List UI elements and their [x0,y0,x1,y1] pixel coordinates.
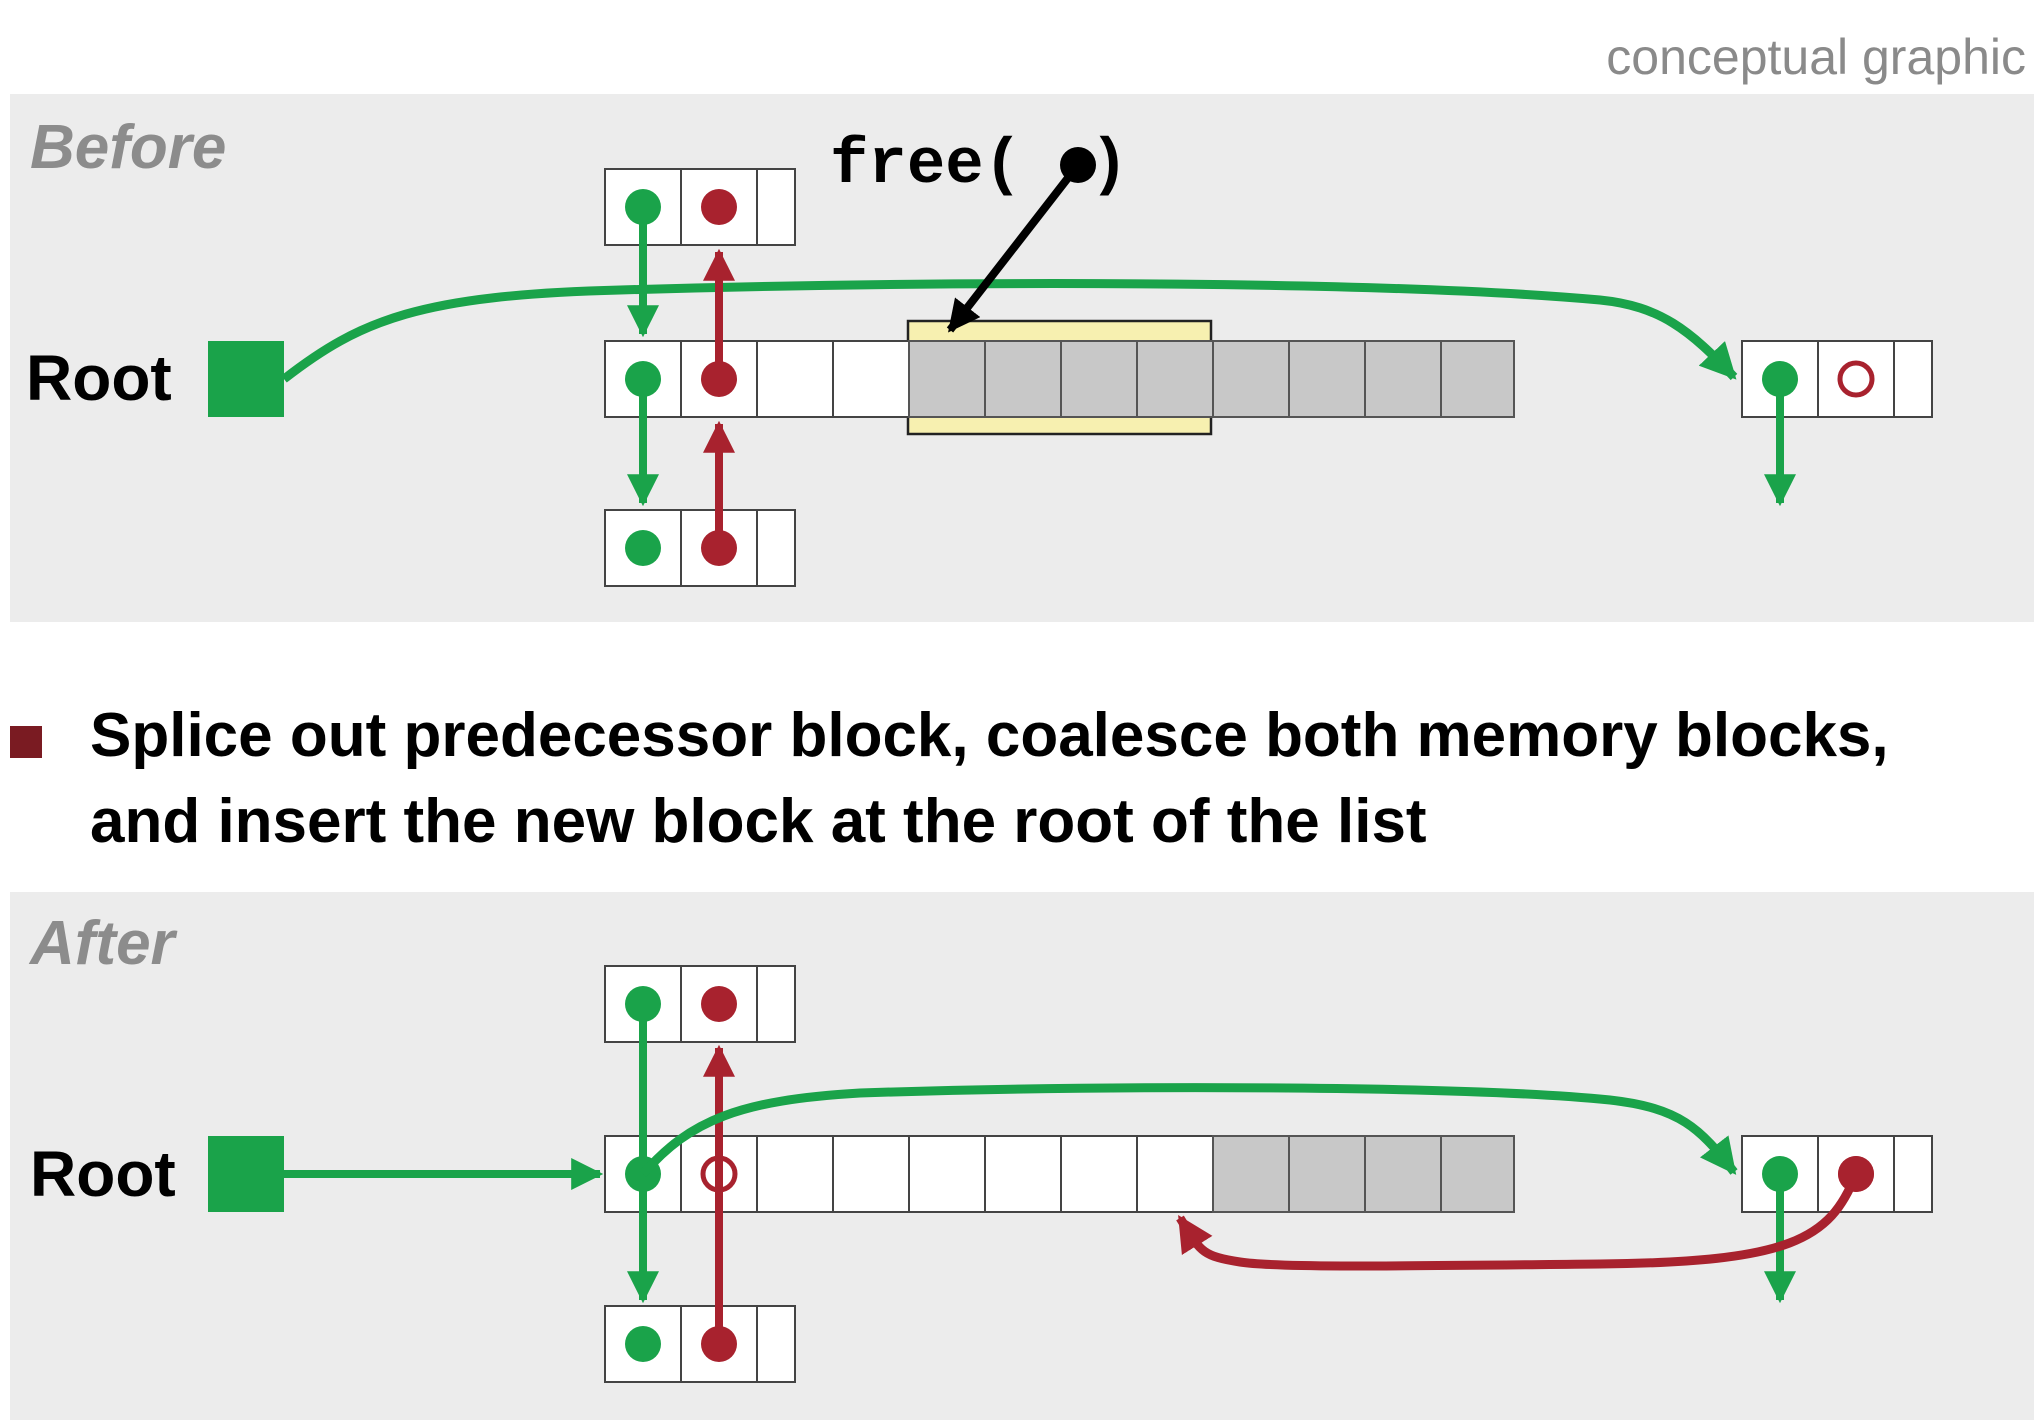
before-panel-label: Before [30,113,226,182]
prev-pointer-dot [701,189,737,225]
next-pointer-dot [625,530,661,566]
after-panel-label: After [28,909,178,978]
free-call-prefix: free( [830,130,1022,202]
after-panel: After Root [10,892,2034,1420]
after-successor-block [1741,1135,1933,1213]
free-call-pointer-arrow [946,162,1082,333]
before-bottom-block [604,509,796,587]
before-root-node [208,341,284,417]
coalesced-to-successor-arrow [639,1083,1738,1177]
free-call-suffix: ) [1090,130,1128,202]
prev-pointer-dot [1838,1156,1874,1192]
after-bottom-block [604,1305,796,1383]
before-top-block [604,168,796,246]
before-main-block [604,340,1515,418]
before-panel: Before Root [10,94,2034,622]
conceptual-graphic-note: conceptual graphic [1606,29,2026,85]
successor-prev-to-coalesced-arrow [1176,1172,1861,1271]
empty-prev-pointer-dot [1837,360,1875,398]
bullet-line-2: and insert the new block at the root of … [90,787,1427,856]
before-root-label: Root [26,342,172,414]
bullet-marker [10,726,42,758]
after-root-label: Root [30,1138,176,1210]
after-root-node [208,1136,284,1212]
prev-pointer-dot [701,986,737,1022]
after-top-block [604,965,796,1043]
bullet-line-1: Splice out predecessor block, coalesce b… [90,701,1889,770]
root-to-successor-arrow [281,279,1738,383]
before-successor-block [1741,340,1933,418]
next-pointer-dot [625,1326,661,1362]
after-coalesced-block [604,1135,1515,1213]
